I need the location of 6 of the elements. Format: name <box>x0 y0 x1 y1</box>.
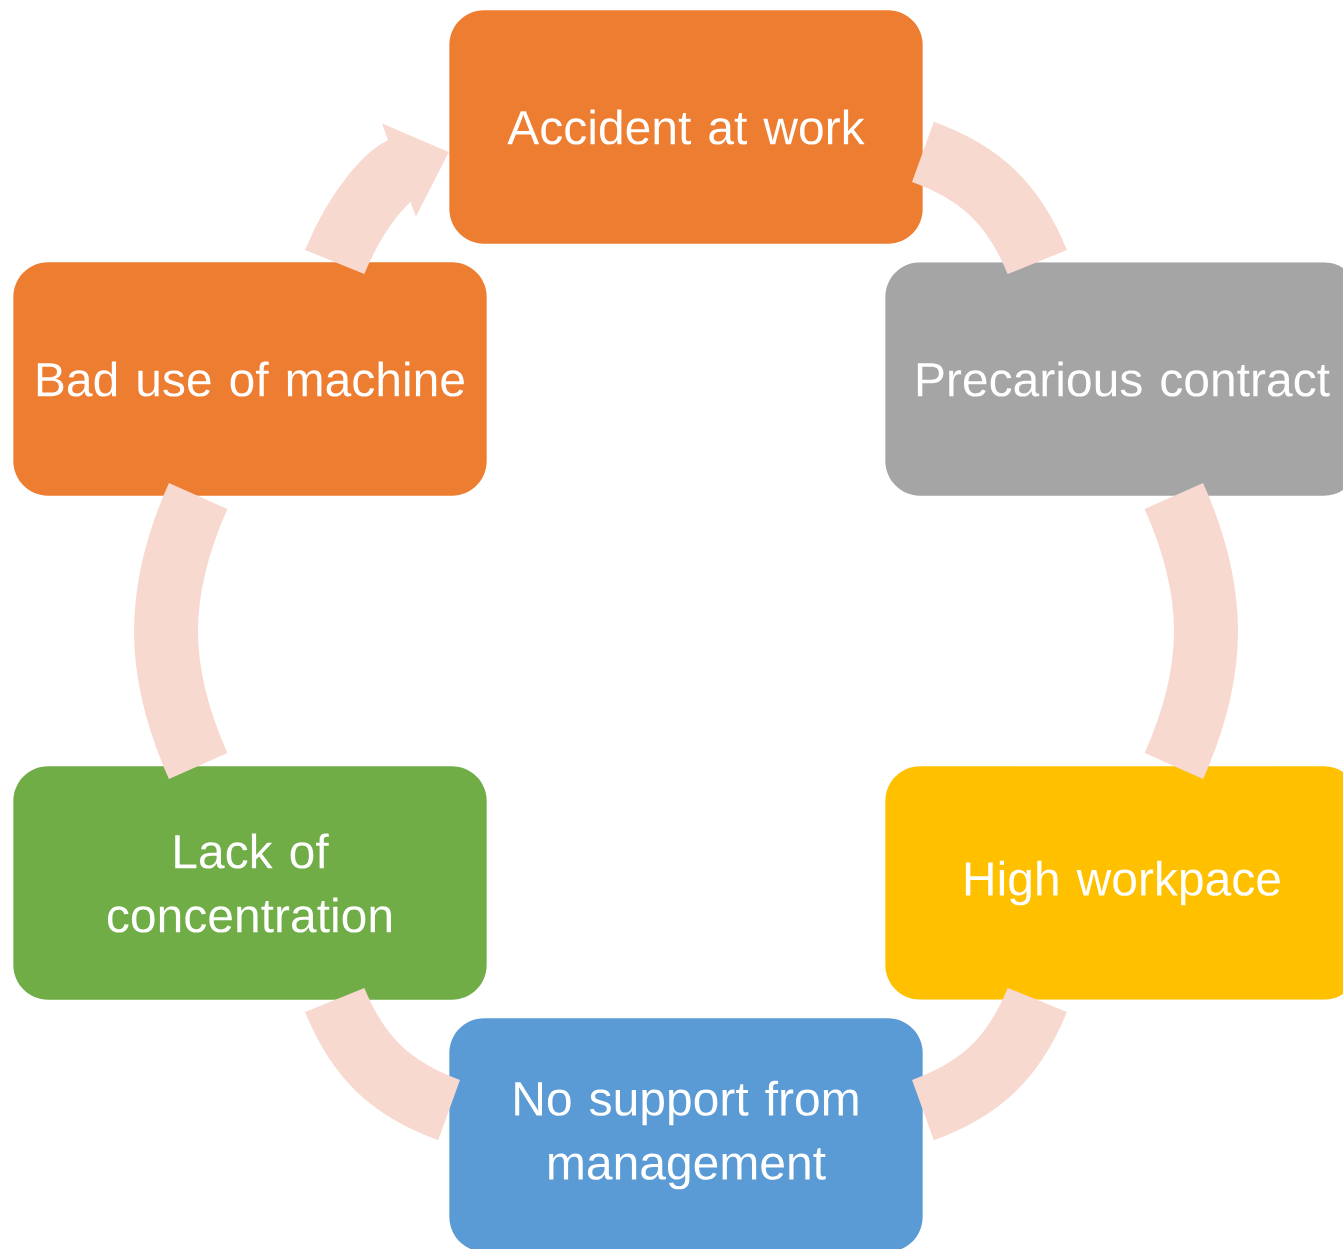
process-box: Bad use of machine <box>13 262 487 496</box>
process-box: Precarious contract <box>885 262 1343 496</box>
process-box: High workpace <box>885 766 1343 1000</box>
process-box: Lack of concentration <box>13 766 487 1000</box>
process-box: No support from management <box>449 1018 923 1249</box>
process-box: Accident at work <box>449 10 923 244</box>
